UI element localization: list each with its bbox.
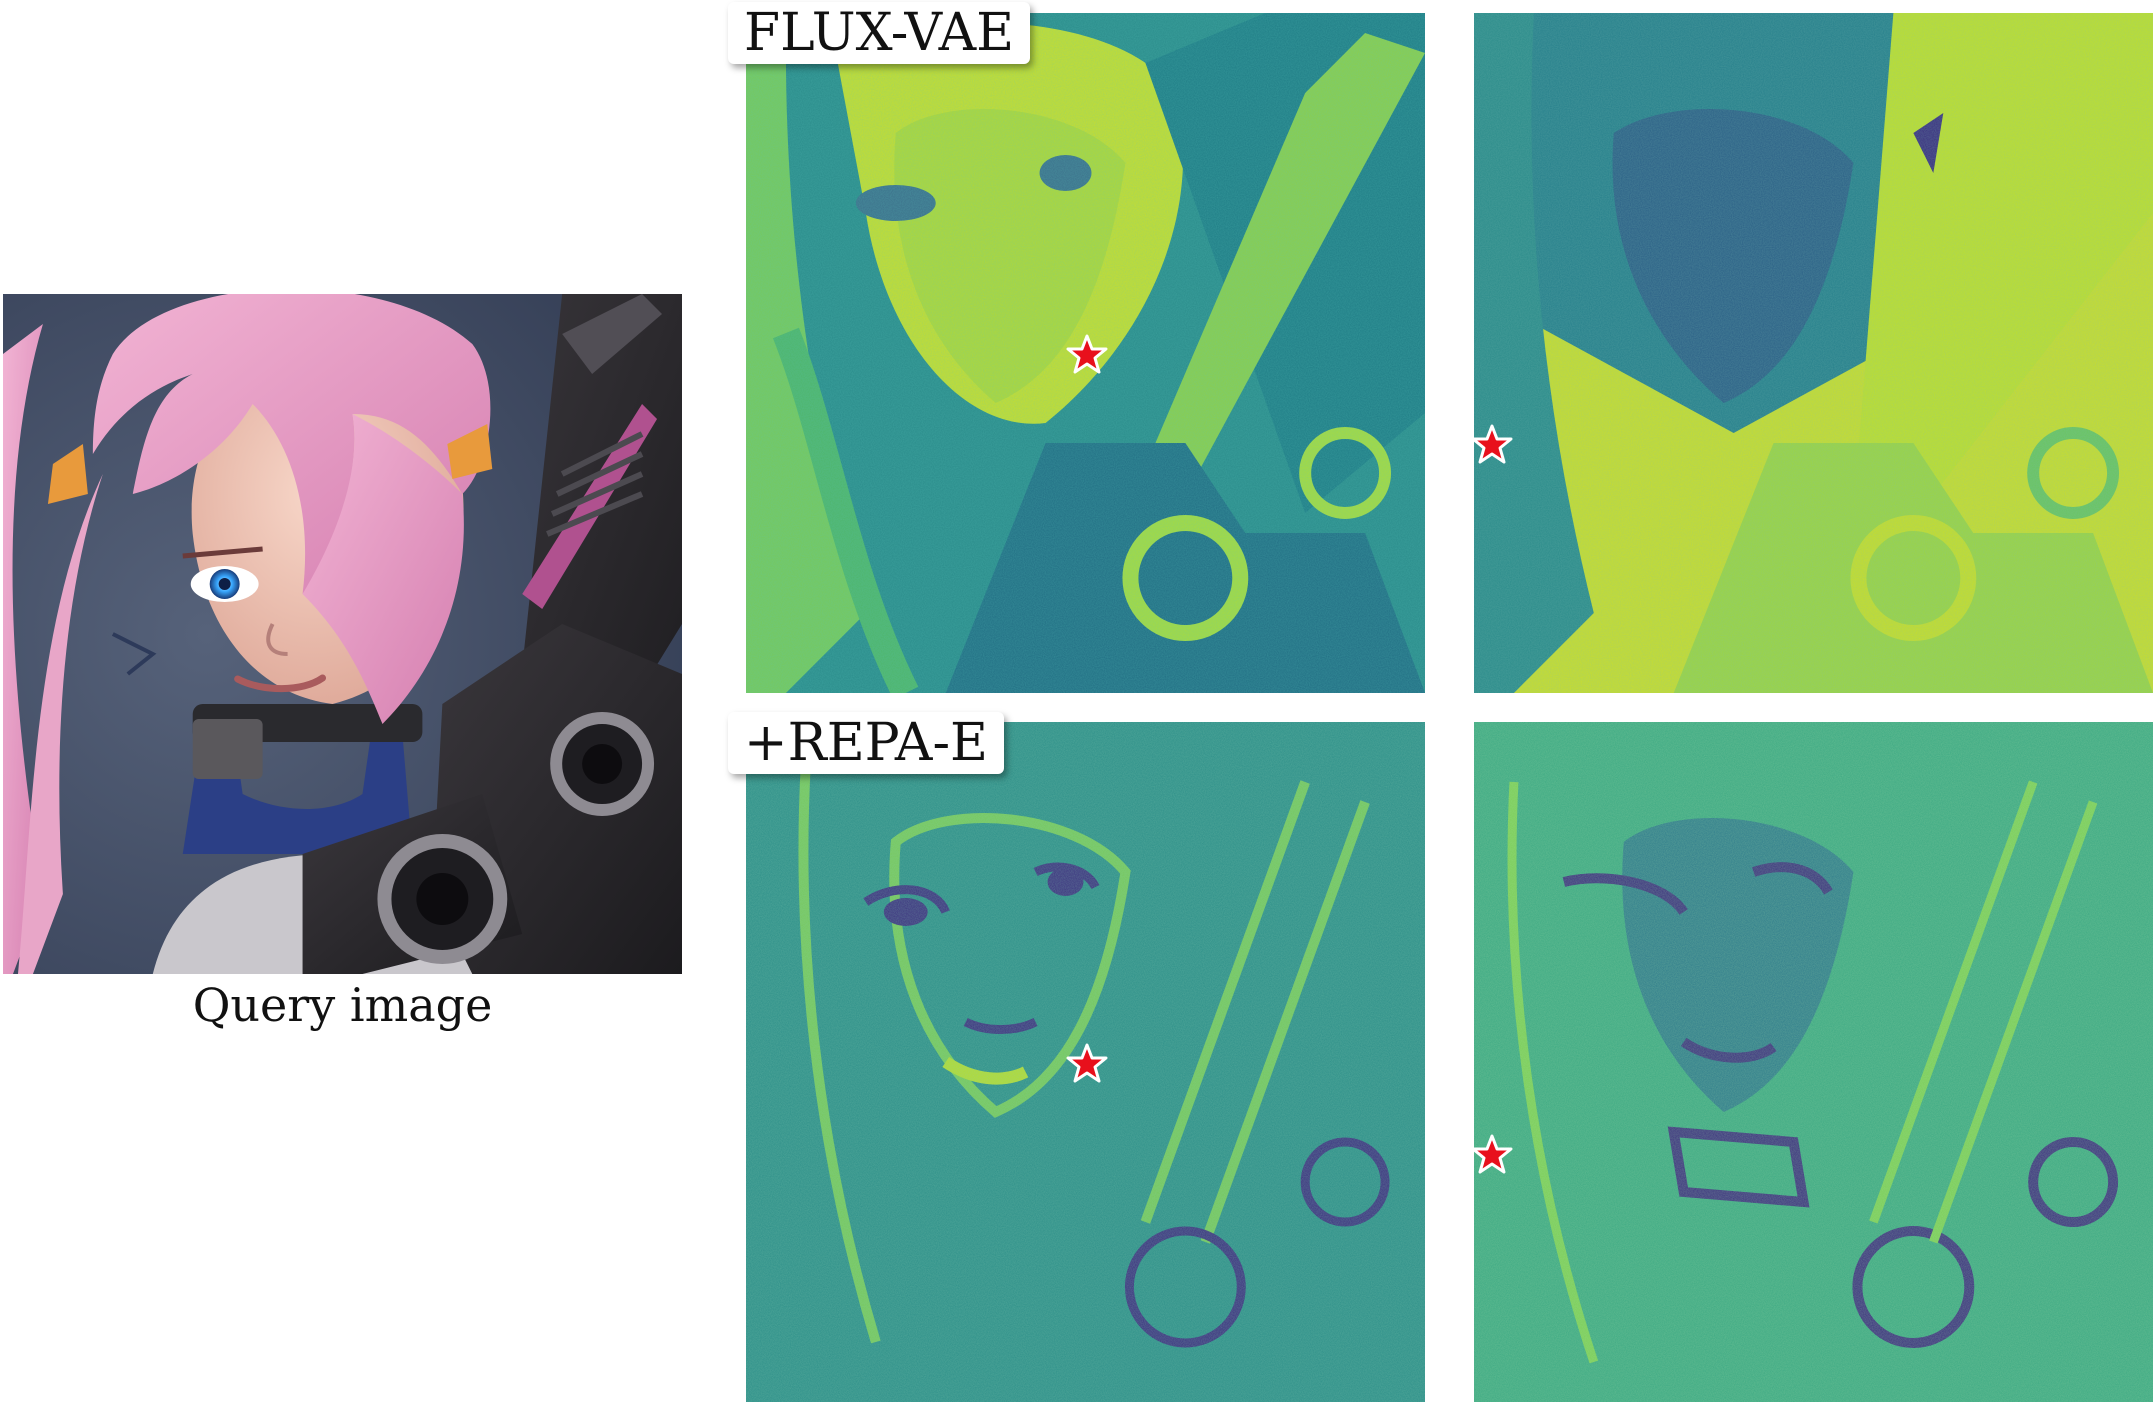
query-caption: Query image [192,978,493,1032]
query-illustration [3,294,682,974]
row-label-repa-e: +REPA-E [728,712,1004,774]
star-marker-icon [1066,1043,1108,1083]
query-image [3,294,682,974]
star-marker-icon [1471,424,1513,464]
star-marker-icon [1471,1134,1513,1174]
repa-e-map-2 [1474,722,2153,1402]
star-marker-icon [1066,334,1108,374]
row-label-flux-vae: FLUX-VAE [728,2,1031,64]
flux-vae-map-2 [1474,13,2153,693]
